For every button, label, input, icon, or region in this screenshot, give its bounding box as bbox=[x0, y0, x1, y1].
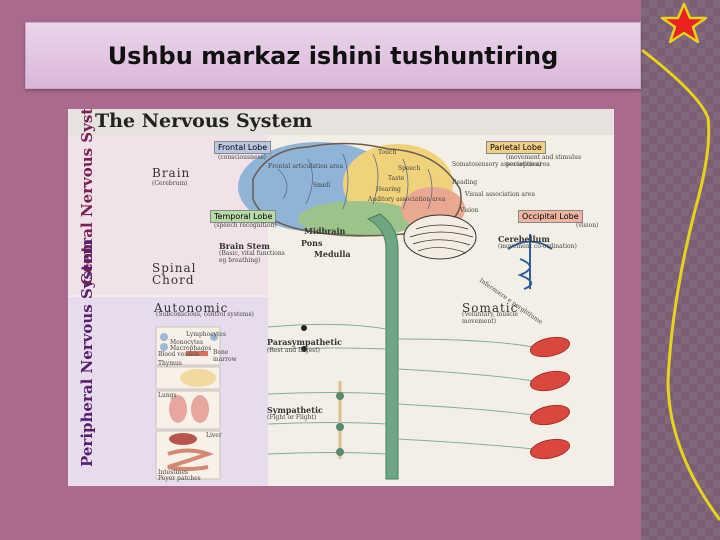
star-icon bbox=[660, 2, 708, 44]
midbrain-label: Midbrain bbox=[304, 226, 346, 236]
brain-area-speech: Speech bbox=[398, 165, 421, 172]
slide-title-bar: Ushbu markaz ishini tushuntiring bbox=[25, 22, 641, 89]
nervous-system-poster: The Nervous System bbox=[68, 109, 614, 486]
organ-label-lungs: Lungs bbox=[158, 392, 177, 399]
brain-area-reading: Reading bbox=[452, 179, 478, 186]
frontal-lobe-tag: Frontal Lobe bbox=[214, 141, 272, 154]
parasympathetic-sub: (Rest and Digest) bbox=[267, 347, 320, 354]
parietal-lobe-sub: (movement and stimulus perception) bbox=[506, 154, 582, 168]
organ-label-liver: Liver bbox=[206, 432, 222, 439]
medulla-label: Medulla bbox=[314, 249, 351, 259]
cerebellum-label: Cerebellum bbox=[498, 234, 550, 244]
parietal-lobe-tag: Parietal Lobe bbox=[486, 141, 546, 154]
brain-area-somatosensory: Somatosensory association area bbox=[452, 161, 550, 168]
brain-label: Brain bbox=[152, 166, 191, 180]
sympathetic-label: Sympathetic bbox=[267, 405, 323, 415]
autonomic-sub: (Subconscious, control systems) bbox=[156, 311, 254, 318]
occipital-lobe-sub: (vision) bbox=[576, 222, 599, 229]
organ-label-macrophages: Macrophages bbox=[170, 345, 212, 352]
brain-area-auditory-association: Auditory association area bbox=[368, 196, 446, 203]
brain-area-smell: Smell bbox=[313, 182, 331, 189]
spinal-label: Spinal bbox=[152, 261, 197, 275]
poster-title: The Nervous System bbox=[95, 110, 313, 132]
poster-title-bar bbox=[68, 109, 614, 135]
pons-label: Pons bbox=[301, 238, 323, 248]
chord-label: Chord bbox=[152, 273, 195, 287]
organ-label-lymphocytes: Lymphocytes bbox=[186, 331, 227, 338]
organ-label-monocytes: Monocytes bbox=[170, 339, 204, 346]
brain-stem-label: Brain Stem bbox=[219, 241, 270, 251]
frontal-lobe-sub: (consciousness) bbox=[218, 154, 267, 161]
somatic-sub: (Voluntary, muscle movement) bbox=[462, 311, 519, 325]
somatic-label: Somatic bbox=[462, 301, 519, 315]
poster-illustration bbox=[155, 142, 571, 480]
decorative-side-strip bbox=[641, 0, 720, 540]
autonomic-label: Autonomic bbox=[154, 301, 229, 315]
brain-sub-label: (Cerebrum) bbox=[152, 180, 188, 187]
organ-label-blood-vessels: Blood vessels bbox=[158, 351, 199, 358]
organ-label-peyer-patches: Peyer patches bbox=[158, 475, 201, 482]
slide-title: Ushbu markaz ishini tushuntiring bbox=[107, 41, 559, 70]
peripheral-nervous-system-label: Peripheral Nervous System bbox=[78, 238, 96, 467]
organ-label-bone-marrow: Bone marrow bbox=[213, 349, 237, 363]
organ-label-intestines: Intestines bbox=[158, 469, 189, 476]
brain-area-frontal-articulation: Frontal articulation area bbox=[268, 163, 344, 170]
brain-area-vision: Vision bbox=[460, 207, 479, 214]
sympathetic-sub: (Fight or Flight) bbox=[267, 414, 317, 421]
cerebellum-sub: (movement co-ordination) bbox=[498, 243, 577, 250]
organ-label-thymus: Thymus bbox=[158, 360, 182, 367]
brain-area-hearing: Hearing bbox=[376, 186, 401, 193]
brain-area-taste: Taste bbox=[388, 175, 405, 182]
temporal-lobe-tag: Temporal Lobe bbox=[210, 210, 277, 223]
brain-area-visual-association: Visual association area bbox=[465, 191, 535, 198]
brain-stem-sub: (Basic, vital functions eg breathing) bbox=[219, 250, 285, 264]
parasympathetic-label: Parasympathetic bbox=[267, 337, 342, 347]
occipital-lobe-tag: Occipital Lobe bbox=[518, 210, 583, 223]
brain-area-touch: Touch bbox=[378, 149, 397, 156]
temporal-lobe-sub: (speech recognition) bbox=[214, 222, 277, 229]
